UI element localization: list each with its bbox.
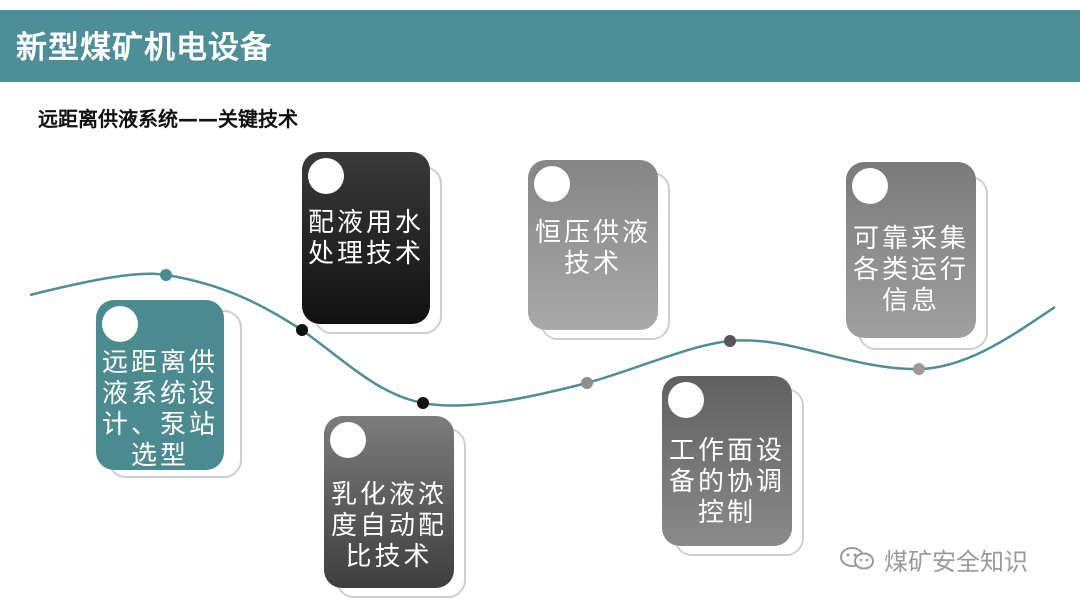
card-circle-icon <box>330 422 366 458</box>
card-label-line: 比技术 <box>345 542 433 572</box>
card-label: 配液用水 处理技术 <box>302 208 430 270</box>
wave-dot <box>160 269 172 281</box>
card-label-line: 选型 <box>130 441 189 470</box>
card-box: 乳化液浓 度自动配 比技术 <box>324 416 454 588</box>
card-box: 恒压供液 技术 <box>528 160 658 330</box>
card-circle-icon <box>102 306 138 342</box>
card-label-line: 远距离供 <box>101 348 218 378</box>
wave-line <box>29 272 1056 407</box>
card-circle-icon <box>308 158 344 194</box>
card-label-line: 备的协调 <box>668 467 785 497</box>
card-label-line: 信息 <box>881 286 940 316</box>
card-label-line: 控制 <box>697 498 756 528</box>
wave-dot <box>417 397 429 409</box>
card-label-line: 工作面设 <box>668 436 785 466</box>
card-box: 远距离供 液系统设 计、泵站 选型 <box>96 300 224 470</box>
wave-dot <box>913 363 925 375</box>
wave-dot <box>724 335 736 347</box>
card-label-line: 度自动配 <box>330 511 447 541</box>
card-label-line: 技术 <box>563 249 622 279</box>
card-label-line: 处理技术 <box>307 239 424 269</box>
card-label: 可靠采集 各类运行 信息 <box>846 224 976 317</box>
card-label-line: 乳化液浓 <box>330 480 447 510</box>
wave-dot <box>581 377 593 389</box>
card-box: 可靠采集 各类运行 信息 <box>846 162 976 338</box>
card-label: 远距离供 液系统设 计、泵站 选型 <box>96 348 224 470</box>
card-circle-icon <box>852 168 888 204</box>
card-label-line: 计、泵站 <box>101 410 218 440</box>
card-label: 恒压供液 技术 <box>528 218 658 280</box>
card-circle-icon <box>534 166 570 202</box>
card-label-line: 配液用水 <box>307 208 424 238</box>
card-emulsion-ratio: 乳化液浓 度自动配 比技术 <box>324 416 466 600</box>
header-bar: 新型煤矿机电设备 <box>0 10 1080 82</box>
card-face-coordination: 工作面设 备的协调 控制 <box>662 376 804 556</box>
card-box: 配液用水 处理技术 <box>302 152 430 324</box>
card-remote-supply-design: 远距离供 液系统设 计、泵站 选型 <box>96 300 242 478</box>
card-circle-icon <box>668 382 704 418</box>
page-title: 新型煤矿机电设备 <box>16 30 272 66</box>
card-label: 工作面设 备的协调 控制 <box>662 436 792 529</box>
card-label-line: 可靠采集 <box>852 224 969 254</box>
watermark-text: 煤矿安全知识 <box>884 548 1028 576</box>
card-label: 乳化液浓 度自动配 比技术 <box>324 480 454 573</box>
card-label-line: 各类运行 <box>852 255 969 285</box>
wave-dot <box>296 324 308 336</box>
wechat-icon <box>840 547 874 570</box>
card-constant-pressure: 恒压供液 技术 <box>528 160 670 340</box>
section-subtitle: 远距离供液系统——关键技术 <box>38 107 298 131</box>
card-water-treatment: 配液用水 处理技术 <box>302 152 442 336</box>
card-label-line: 液系统设 <box>101 379 218 409</box>
card-info-collection: 可靠采集 各类运行 信息 <box>846 162 988 350</box>
card-label-line: 恒压供液 <box>534 218 651 248</box>
card-box: 工作面设 备的协调 控制 <box>662 376 792 546</box>
